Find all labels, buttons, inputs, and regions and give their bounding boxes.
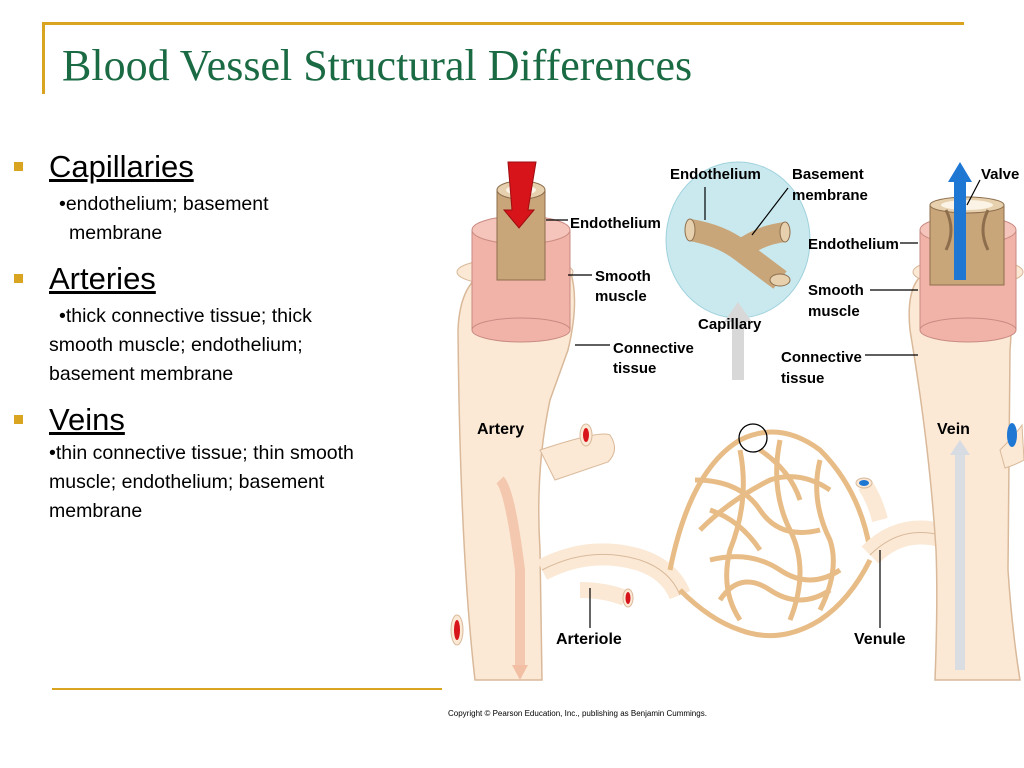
label-smooth-muscle-artery-2: muscle bbox=[595, 288, 647, 305]
capillary-bed bbox=[667, 429, 873, 639]
label-endothelium-vein: Endothelium bbox=[808, 236, 899, 253]
label-arteriole: Arteriole bbox=[556, 631, 622, 648]
bullet-text: membrane bbox=[49, 500, 143, 522]
label-valve: Valve bbox=[981, 166, 1019, 183]
leader-lines bbox=[546, 179, 981, 628]
title-frame-left bbox=[42, 22, 45, 94]
label-connective-artery-2: tissue bbox=[613, 360, 656, 377]
bullet-text: basement membrane bbox=[49, 363, 234, 385]
label-artery: Artery bbox=[477, 421, 524, 438]
label-basement-membrane-2: membrane bbox=[792, 187, 868, 204]
label-endothelium-capillary: Endothelium bbox=[670, 166, 761, 183]
bullet-text: •thin connective tissue; thin smooth bbox=[49, 442, 354, 464]
bullet-text: muscle; endothelium; basement bbox=[49, 471, 325, 493]
label-smooth-muscle-vein-2: muscle bbox=[808, 303, 860, 320]
diagram-labels: Endothelium Smooth muscle Connective tis… bbox=[477, 166, 1019, 648]
label-connective-vein-2: tissue bbox=[781, 370, 824, 387]
bullet-heading: Veins bbox=[49, 402, 125, 437]
copyright-text: Copyright © Pearson Education, Inc., pub… bbox=[448, 709, 707, 718]
artery-illustration bbox=[450, 161, 615, 681]
slide-title: Blood Vessel Structural Differences bbox=[62, 41, 693, 90]
bullet-text: •thick connective tissue; thick bbox=[59, 305, 312, 327]
label-capillary: Capillary bbox=[698, 316, 762, 333]
label-connective-vein: Connective bbox=[781, 349, 862, 366]
title-frame-top bbox=[42, 22, 964, 25]
arteriole-illustration bbox=[536, 543, 691, 608]
label-venule: Venule bbox=[854, 631, 906, 648]
bullet-list: Capillaries •endothelium; basement membr… bbox=[14, 148, 444, 526]
bullet-heading: Arteries bbox=[49, 261, 156, 296]
bullet-square-icon bbox=[14, 162, 23, 171]
bullet-arteries: Arteries •thick connective tissue; thick… bbox=[14, 260, 444, 389]
bullet-text: •endothelium; basement bbox=[59, 193, 269, 215]
capillary-inset bbox=[665, 161, 811, 380]
label-vein: Vein bbox=[937, 421, 970, 438]
bullet-capillaries: Capillaries •endothelium; basement membr… bbox=[14, 148, 444, 248]
blood-vessel-diagram: Endothelium Smooth muscle Connective tis… bbox=[450, 161, 1024, 681]
bullet-text: smooth muscle; endothelium; bbox=[49, 334, 303, 356]
label-smooth-muscle-artery: Smooth bbox=[595, 268, 651, 285]
bullet-veins: Veins •thin connective tissue; thin smoo… bbox=[14, 401, 444, 526]
venule-illustration bbox=[855, 477, 943, 564]
label-smooth-muscle-vein: Smooth bbox=[808, 282, 864, 299]
capillary-callout-circle bbox=[738, 423, 768, 453]
bullet-square-icon bbox=[14, 274, 23, 283]
label-endothelium-artery: Endothelium bbox=[570, 215, 661, 232]
bullet-square-icon bbox=[14, 415, 23, 424]
bottom-rule bbox=[52, 688, 442, 690]
bullet-heading: Capillaries bbox=[49, 149, 194, 184]
bullet-text: membrane bbox=[69, 222, 163, 244]
label-basement-membrane: Basement bbox=[792, 166, 864, 183]
label-connective-artery: Connective bbox=[613, 340, 694, 357]
